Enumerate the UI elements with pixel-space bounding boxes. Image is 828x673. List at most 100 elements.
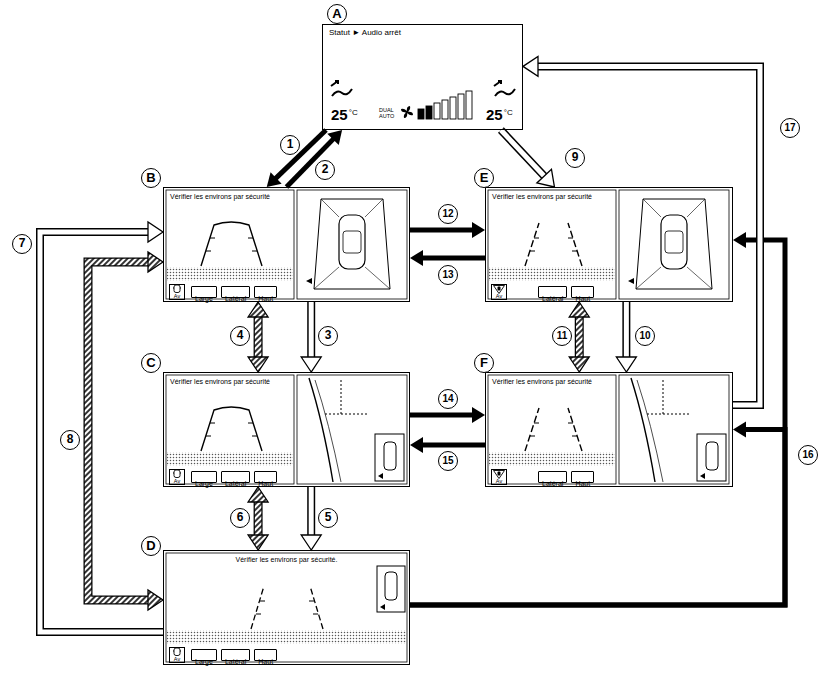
transition-arrow: [40, 222, 163, 632]
arrow-head: [569, 357, 589, 372]
view-icon: [494, 286, 505, 294]
arrow-shaft: [309, 302, 314, 359]
temperature-text: °C: [349, 109, 358, 117]
camera-screen: AvLargeLatéralHautCVérifier les environs…: [163, 372, 410, 487]
screen-button: Haut: [571, 286, 594, 298]
callout-number: 16: [798, 445, 818, 465]
fan-speed-bars: [418, 91, 472, 119]
view-icon-box: Av: [491, 469, 507, 485]
screen-button: Latéral: [221, 286, 250, 298]
arrow-head: [410, 437, 423, 453]
transition-arrow: [569, 302, 589, 372]
temperature-text: 25: [486, 107, 503, 122]
arrow-shaft: [309, 487, 314, 537]
callout-number: 4: [230, 326, 250, 346]
callout-number: 6: [230, 508, 250, 528]
callout-number: 17: [780, 118, 800, 138]
callout-number: 12: [438, 204, 458, 224]
arrow-shaft: [410, 430, 785, 605]
screen-button: Haut: [254, 286, 277, 298]
arrow-outline: [622, 302, 630, 359]
screen-title: Vérifier les environs par sécurité.: [164, 556, 409, 563]
screen-title: Vérifier les environs par sécurité: [170, 378, 270, 385]
callout-number: 5: [318, 508, 338, 528]
transition-arrow: [523, 56, 760, 405]
transition-arrow: [248, 487, 268, 550]
button-label: Haut: [258, 479, 273, 489]
callout-number: 14: [438, 389, 458, 409]
screen-letter: C: [141, 353, 161, 373]
arrow-head: [410, 250, 423, 266]
arrow-shaft: [40, 232, 163, 632]
button-label: Haut: [575, 294, 590, 304]
arrow-outline: [40, 232, 163, 632]
callout-number: 11: [552, 326, 572, 346]
arrow-head: [733, 422, 746, 438]
transition-arrow: [248, 302, 268, 372]
airflow-icon: [331, 81, 352, 96]
icon-label: Av: [492, 294, 506, 300]
button-label: Haut: [258, 294, 273, 304]
side-view: [297, 375, 407, 484]
screen-button: Latéral: [221, 649, 250, 661]
home-screen: AStatut ► Audio arrêt25°CDUAL AUTO25°C: [322, 24, 523, 130]
screen-button: Haut: [254, 649, 277, 661]
arrow-outline: [536, 66, 760, 405]
transition-arrow: [501, 130, 555, 187]
arrow-outline: [307, 302, 315, 359]
button-label: Haut: [258, 657, 273, 667]
callout-number: 15: [438, 451, 458, 471]
screen-button: Latéral: [221, 471, 250, 483]
arrow-head: [267, 172, 282, 187]
arrow-head: [248, 302, 268, 317]
arrow-outline: [501, 130, 546, 178]
view-icon-box: Av: [169, 647, 185, 663]
button-label: Large: [195, 657, 213, 667]
arrow-outline: [254, 315, 263, 359]
arrow-shaft: [536, 66, 760, 405]
button-label: Latéral: [225, 479, 246, 489]
callout-number: 8: [60, 430, 80, 450]
camera-screen: AvLargeLatéralHautDVérifier les environs…: [163, 550, 410, 665]
screen-title: Vérifier les environs par sécurité: [492, 193, 592, 200]
transition-arrow: [410, 250, 485, 266]
callout-number: 10: [635, 326, 655, 346]
arrow-shaft: [255, 315, 262, 359]
front-camera-view: [488, 375, 616, 484]
rear-camera-view: [166, 375, 294, 484]
arrow-shaft: [410, 240, 785, 605]
callout-number: 13: [438, 265, 458, 285]
view-icon: [173, 285, 181, 293]
icon-label: Av: [170, 479, 184, 485]
button-label: Latéral: [225, 294, 246, 304]
icon-label: Av: [170, 294, 184, 300]
airflow-icon: [494, 81, 515, 96]
button-label: Large: [195, 479, 213, 489]
arrow-head: [301, 357, 321, 372]
arrow-shaft: [421, 443, 485, 448]
arrow-head: [248, 535, 268, 550]
arrow-head: [569, 302, 589, 317]
icon-label: Av: [492, 479, 506, 485]
mode-text: DUAL AUTO: [379, 108, 397, 120]
arrow-shaft: [421, 255, 485, 260]
button-label: Haut: [575, 479, 590, 489]
side-view: [619, 375, 729, 484]
transition-arrow: [410, 407, 485, 423]
arrow-head: [148, 222, 163, 242]
view-icon-box: Av: [491, 284, 507, 300]
button-label: Large: [195, 294, 213, 304]
screen-title: Vérifier les environs par sécurité: [170, 193, 270, 200]
button-label: Latéral: [542, 479, 563, 489]
status-text: Statut ► Audio arrêt: [329, 29, 401, 37]
arrow-head: [301, 535, 321, 550]
view-icon-box: Av: [169, 284, 185, 300]
arrow-head: [248, 487, 268, 502]
callout-number: 3: [318, 326, 338, 346]
screen-letter: D: [141, 536, 161, 556]
arrow-head: [523, 56, 538, 76]
arrow-head: [148, 252, 163, 272]
view-icon-box: Av: [169, 469, 185, 485]
